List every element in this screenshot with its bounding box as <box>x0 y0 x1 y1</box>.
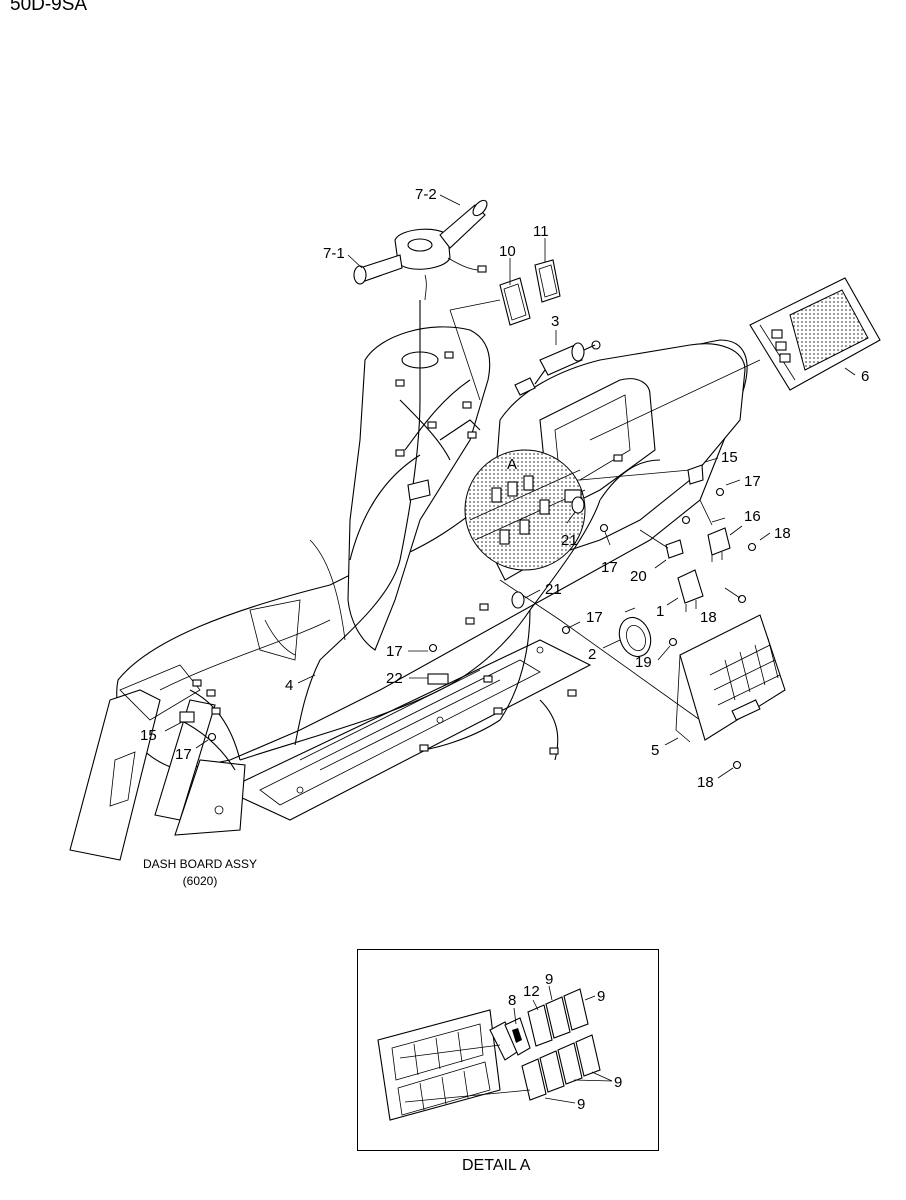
detail-callout-12: 12 <box>523 983 540 1000</box>
callout-15-right: 15 <box>721 449 738 466</box>
detail-callout-9-d: 9 <box>577 1096 585 1113</box>
callout-labels: 7-2 7-1 10 11 3 6 15 17 16 18 A 21 17 20… <box>140 186 869 888</box>
callout-17-left-mid: 17 <box>386 643 403 660</box>
callout-22: 22 <box>386 670 403 687</box>
callout-detail-a: A <box>507 456 517 473</box>
key-switch <box>514 340 601 396</box>
detail-callout-9-b: 9 <box>597 988 605 1005</box>
page-title: 50D-9SA <box>10 0 88 15</box>
detail-a-drawing: 8 12 9 9 9 9 <box>377 971 622 1121</box>
detail-a-circle <box>464 449 691 571</box>
combination-switch <box>353 199 488 301</box>
callout-5: 5 <box>651 742 659 759</box>
callout-2: 2 <box>588 646 596 663</box>
dashboard-caption-line2: (6020) <box>183 874 218 888</box>
controller-5 <box>675 614 786 743</box>
harness-connectors <box>192 351 623 755</box>
callout-18-mid: 18 <box>700 609 717 626</box>
dashboard-body <box>69 326 748 861</box>
callout-16: 16 <box>744 508 761 525</box>
callout-17-horn: 17 <box>586 609 603 626</box>
relay-1 <box>677 569 704 612</box>
callout-17-mid: 17 <box>601 559 618 576</box>
callout-19: 19 <box>635 654 652 671</box>
detail-a-label: DETAIL A <box>462 1157 531 1174</box>
callout-17-right-top: 17 <box>744 473 761 490</box>
callout-18-top: 18 <box>774 525 791 542</box>
callout-17-left: 17 <box>175 746 192 763</box>
callout-7-1: 7-1 <box>323 245 345 262</box>
callout-4: 4 <box>285 677 293 694</box>
leader-lines <box>164 194 856 779</box>
detail-callout-9-c: 9 <box>614 1074 622 1091</box>
callout-6: 6 <box>861 368 869 385</box>
detail-callout-9-a: 9 <box>545 971 553 988</box>
callout-1: 1 <box>656 603 664 620</box>
callout-10: 10 <box>499 243 516 260</box>
relay-16 <box>699 499 731 562</box>
callout-20: 20 <box>630 568 647 585</box>
callout-18-bottom: 18 <box>697 774 714 791</box>
dashboard-caption-line1: DASH BOARD ASSY <box>143 857 257 871</box>
bracket-15 <box>687 464 704 485</box>
callout-21-top: 21 <box>561 532 578 549</box>
bolts <box>179 487 757 770</box>
detail-a-frame <box>357 949 659 1151</box>
part-20 <box>639 529 684 559</box>
callout-3: 3 <box>551 313 559 330</box>
detail-callout-8: 8 <box>508 992 516 1009</box>
display-6 <box>589 277 881 441</box>
plates-10-11 <box>449 259 561 401</box>
horn-2 <box>618 607 652 658</box>
callout-7-2: 7-2 <box>415 186 437 203</box>
clamps-21 <box>511 496 585 609</box>
callout-15-left: 15 <box>140 727 157 744</box>
callout-11: 11 <box>533 223 549 240</box>
callout-21-bottom: 21 <box>545 581 562 598</box>
